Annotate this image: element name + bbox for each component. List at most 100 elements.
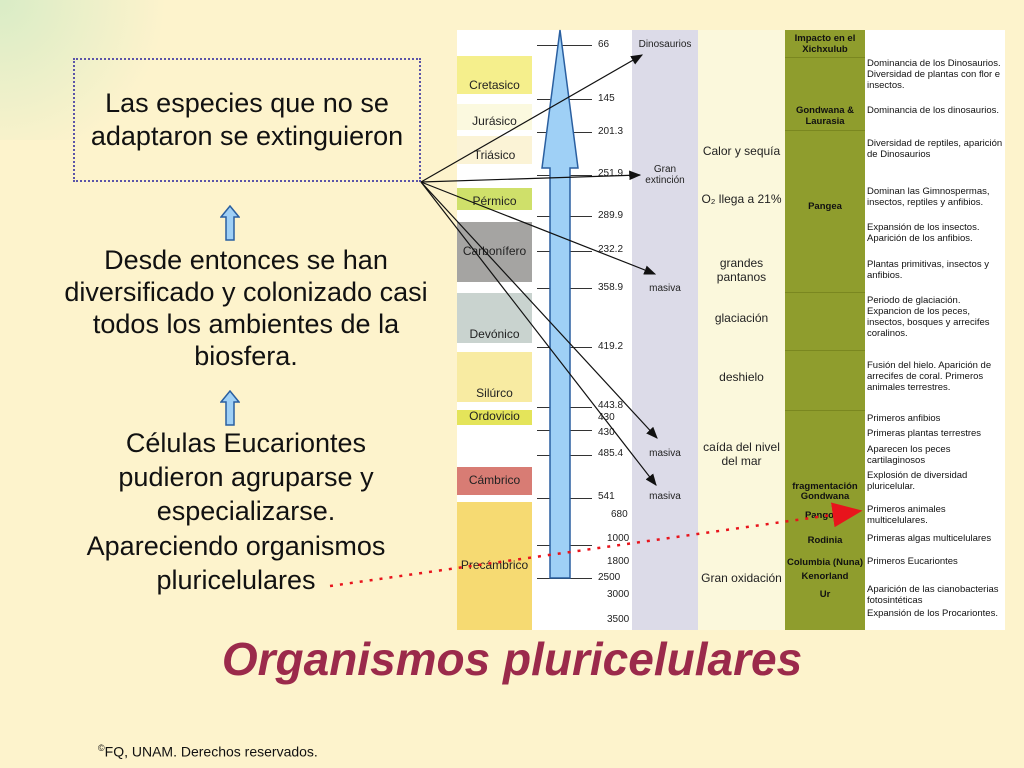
description-11: Aparecen los peces cartilaginosos: [867, 444, 951, 466]
climate-caida-2: del mar: [721, 454, 762, 468]
extinction-dinosaurios: Dinosaurios: [638, 39, 692, 50]
age-tick: [537, 578, 592, 579]
description-5: Expansión de los insectos. Aparición de …: [867, 222, 980, 244]
continent-impacto-1: Impacto en el: [794, 33, 856, 44]
continent-impacto-2: Xichxulub: [802, 44, 848, 55]
age-tick: [537, 347, 592, 348]
page-title: Organismos pluricelulares: [221, 633, 803, 685]
corner-gradient: [0, 0, 170, 140]
row-divider: [785, 292, 865, 293]
climate-pantanos-2: pantanos: [716, 270, 767, 284]
continent-gondwana-laurasia-1: Gondwana &: [795, 105, 855, 116]
climate-pantanos-1: grandes: [719, 256, 764, 270]
description-15: Primeros Eucariontes: [867, 556, 958, 567]
description-3: Diversidad de reptiles, aparición de Din…: [867, 138, 1003, 160]
continent-columbia: Columbia (Nuna): [787, 557, 863, 568]
age-label: 232.2: [598, 244, 624, 255]
age-label: 358.9: [598, 282, 624, 293]
age-label: 66: [598, 39, 610, 50]
continent-kenorland: Kenorland: [801, 571, 849, 582]
description-7: Periodo de glaciación. Expancion de los …: [867, 295, 990, 339]
geologic-timeline-table: Cretasico Jurásico Triásico Pérmico Carb…: [457, 30, 1005, 630]
extinction-column: [632, 30, 698, 630]
era-carbonifero: Carbonífero: [457, 222, 532, 282]
age-label: 289.9: [598, 210, 624, 221]
row-divider: [785, 130, 865, 131]
era-label: Carbonífero: [462, 244, 527, 258]
age-tick: [537, 132, 592, 133]
age-label: 419.2: [598, 341, 624, 352]
era-cretasico: Cretasico: [457, 56, 532, 94]
description-1: Dominancia de los Dinosaurios. Diversida…: [867, 58, 1001, 91]
age-label: 430: [598, 412, 615, 423]
climate-column: [698, 30, 785, 630]
climate-oxigeno: O₂ llega a 21%: [701, 192, 782, 206]
description-9: Primeros anfibios: [867, 413, 941, 424]
era-permico: Pérmico: [457, 188, 532, 210]
age-tick: [537, 175, 592, 176]
description-13: Primeros animales multicelulares.: [867, 504, 946, 526]
copyright-text: FQ, UNAM. Derechos reservados.: [104, 743, 318, 760]
extinction-masiva-2: masiva: [649, 448, 681, 459]
age-tick: [537, 45, 592, 46]
age-label: 3000: [607, 589, 630, 600]
extinction-callout-text: Las especies que no se adaptaron se exti…: [90, 88, 404, 151]
age-label: 145: [598, 93, 615, 104]
description-12: Explosión de diversidad pluricelular.: [867, 470, 968, 492]
era-cambrico: Cámbrico: [457, 467, 532, 495]
era-label: Silúrco: [476, 386, 513, 400]
era-ordovicio: Ordovicio: [457, 409, 532, 425]
era-label: Triásico: [473, 148, 516, 162]
age-label: 443.8: [598, 400, 624, 411]
age-label: 2500: [598, 572, 621, 583]
copyright-symbol: ©: [98, 743, 105, 753]
age-label: 201.3: [598, 126, 624, 137]
description-4: Dominan las Gimnospermas, insectos, rept…: [867, 186, 990, 208]
extinction-gran-1: Gran: [653, 164, 677, 175]
era-precambrico: Precámbrico: [457, 502, 532, 630]
continent-rodinia: Rodinia: [807, 535, 843, 546]
climate-caida-1: caída del nivel: [703, 440, 780, 454]
age-tick: [537, 407, 592, 408]
age-label: 485.4: [598, 448, 624, 459]
eukaryote-line-4: Apareciendo organismos: [86, 531, 386, 561]
age-tick: [537, 251, 592, 252]
description-6: Plantas primitivas, insectos y anfibios.: [867, 259, 989, 281]
era-label: Cretasico: [469, 78, 520, 92]
eukaryote-line-1: Células Eucariontes: [125, 428, 367, 458]
row-divider: [785, 57, 865, 58]
up-arrow-icon: [220, 205, 240, 241]
climate-oxidacion: Gran oxidación: [701, 571, 782, 585]
climate-calor: Calor y sequía: [702, 144, 781, 158]
era-label: Jurásico: [472, 114, 517, 128]
extinction-gran-2: extinción: [645, 175, 685, 186]
diversification-paragraph: Desde entonces se han diversificado y co…: [64, 245, 428, 371]
age-tick: [537, 498, 592, 499]
age-label: 430: [598, 427, 615, 438]
age-label: 1800: [607, 556, 630, 567]
description-10: Primeras plantas terrestres: [867, 428, 982, 439]
age-label: 1000: [607, 533, 630, 544]
age-tick: [537, 455, 592, 456]
extinction-masiva-1: masiva: [649, 283, 681, 294]
climate-deshielo: deshielo: [719, 370, 764, 384]
continent-frag-2: Gondwana: [800, 491, 850, 502]
era-label: Ordovicio: [469, 409, 520, 423]
age-tick: [537, 545, 592, 546]
description-16: Aparición de las cianobacterias fotosint…: [867, 584, 999, 606]
era-label: Precámbrico: [460, 558, 529, 572]
continent-ur: Ur: [819, 589, 831, 600]
age-tick: [537, 288, 592, 289]
era-silurico: Silúrco: [457, 352, 532, 402]
age-label: 541: [598, 491, 615, 502]
age-label: 680: [611, 509, 628, 520]
era-label: Pérmico: [472, 194, 517, 208]
up-arrow-icon-2: [220, 390, 240, 426]
description-17: Expansión de los Procariontes.: [867, 608, 998, 619]
age-tick: [537, 430, 592, 431]
description-14: Primeras algas multicelulares: [867, 533, 992, 544]
climate-glaciacion: glaciación: [714, 311, 769, 325]
continent-pangotia: Pangotia: [804, 510, 846, 521]
era-label: Devónico: [469, 327, 520, 341]
description-8: Fusión del hielo. Aparición de arrecifes…: [867, 360, 992, 393]
